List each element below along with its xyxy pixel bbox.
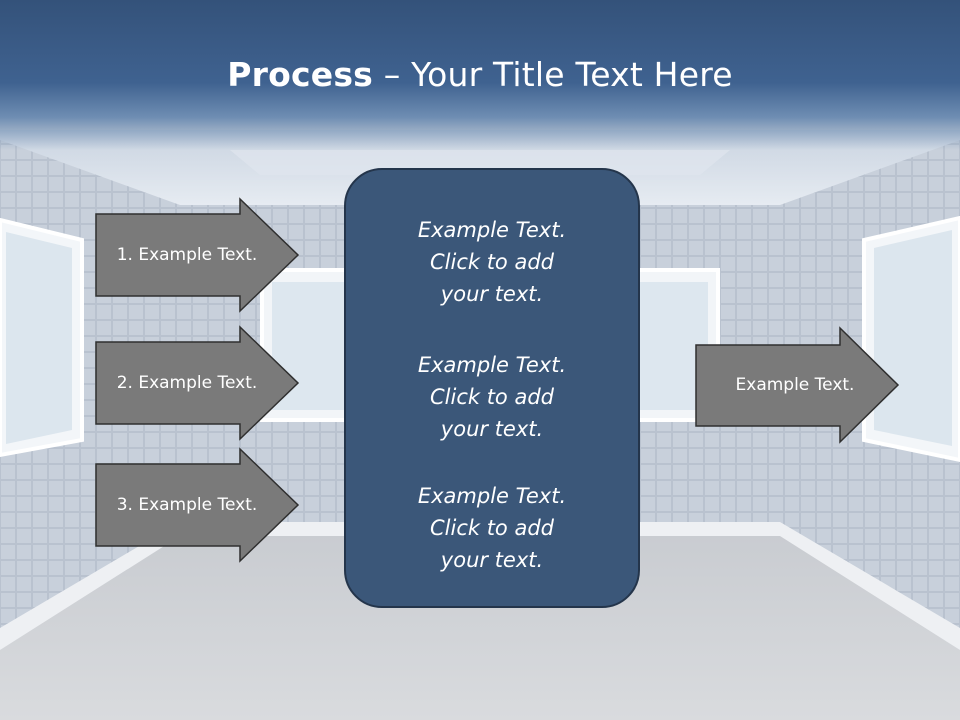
- left-arrow-3-label: 3. Example Text.: [116, 495, 258, 515]
- right-arrow[interactable]: Example Text.: [695, 326, 900, 444]
- center-block-1: Example Text. Click to add your text.: [346, 214, 638, 310]
- left-arrow-3[interactable]: 3. Example Text.: [95, 447, 300, 563]
- left-arrow-2-label: 2. Example Text.: [116, 373, 258, 393]
- title-bold: Process: [227, 55, 374, 94]
- center-block-2-line1: Example Text.: [417, 353, 567, 377]
- center-text-box[interactable]: Example Text. Click to add your text. Ex…: [344, 168, 640, 608]
- right-arrow-shape-icon: [95, 197, 300, 313]
- title-rest: – Your Title Text Here: [373, 55, 733, 94]
- left-arrow-1-label: 1. Example Text.: [116, 245, 258, 265]
- title-bar: [0, 0, 960, 150]
- left-arrow-2[interactable]: 2. Example Text.: [95, 325, 300, 441]
- center-block-2-line2: Click to add: [429, 385, 554, 409]
- center-block-1-line1: Example Text.: [417, 218, 567, 242]
- center-block-3-line1: Example Text.: [417, 484, 567, 508]
- center-block-2-line3: your text.: [440, 417, 544, 441]
- center-block-3: Example Text. Click to add your text.: [346, 480, 638, 576]
- center-block-1-line3: your text.: [440, 282, 544, 306]
- right-arrow-label: Example Text.: [735, 375, 855, 395]
- right-arrow-shape-icon: [695, 326, 900, 444]
- slide-title: Process – Your Title Text Here: [0, 52, 960, 98]
- center-block-2: Example Text. Click to add your text.: [346, 349, 638, 445]
- center-block-3-line2: Click to add: [429, 516, 554, 540]
- center-block-1-line2: Click to add: [429, 250, 554, 274]
- right-arrow-shape-icon: [95, 447, 300, 563]
- center-block-3-line3: your text.: [440, 548, 544, 572]
- right-arrow-shape-icon: [95, 325, 300, 441]
- left-arrow-1[interactable]: 1. Example Text.: [95, 197, 300, 313]
